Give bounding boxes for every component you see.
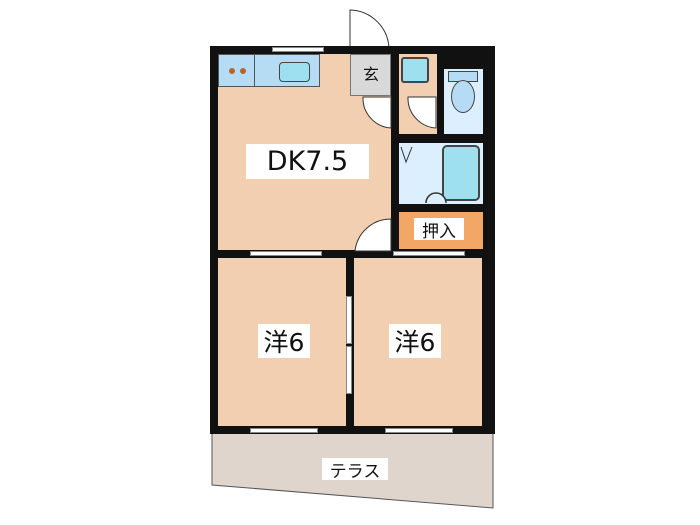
entrance-door-icon bbox=[349, 9, 390, 50]
toilet-bowl-icon bbox=[451, 80, 475, 113]
entrance-area bbox=[350, 54, 391, 96]
sliding-door bbox=[346, 296, 352, 344]
stove-burner-icon bbox=[240, 68, 246, 74]
stove-burner-icon bbox=[229, 68, 235, 74]
entrance-inner-door-icon bbox=[362, 96, 392, 129]
western-room-right-label: 洋6 bbox=[389, 324, 441, 358]
western-room-left-label: 洋6 bbox=[258, 324, 310, 358]
sliding-door bbox=[250, 251, 322, 256]
bath-door-icon bbox=[400, 146, 413, 164]
outer-wall-top-right bbox=[440, 46, 495, 66]
washroom-door-icon bbox=[407, 96, 437, 129]
kitchen-sink-icon bbox=[279, 62, 310, 82]
floor-drain-icon bbox=[425, 192, 447, 204]
entrance-label: 玄 bbox=[362, 65, 379, 84]
sliding-door bbox=[346, 346, 352, 394]
dk-label: DK7.5 bbox=[246, 144, 369, 179]
window bbox=[250, 428, 318, 433]
washbasin-icon bbox=[401, 57, 429, 83]
sliding-door bbox=[393, 251, 465, 256]
stove-divider bbox=[254, 54, 255, 87]
dk-door-icon bbox=[354, 218, 392, 252]
terrace-label: テラス bbox=[322, 458, 388, 482]
window bbox=[385, 428, 453, 433]
bathtub-icon bbox=[442, 145, 480, 201]
window bbox=[272, 47, 324, 52]
closet-label: 押入 bbox=[414, 218, 464, 242]
